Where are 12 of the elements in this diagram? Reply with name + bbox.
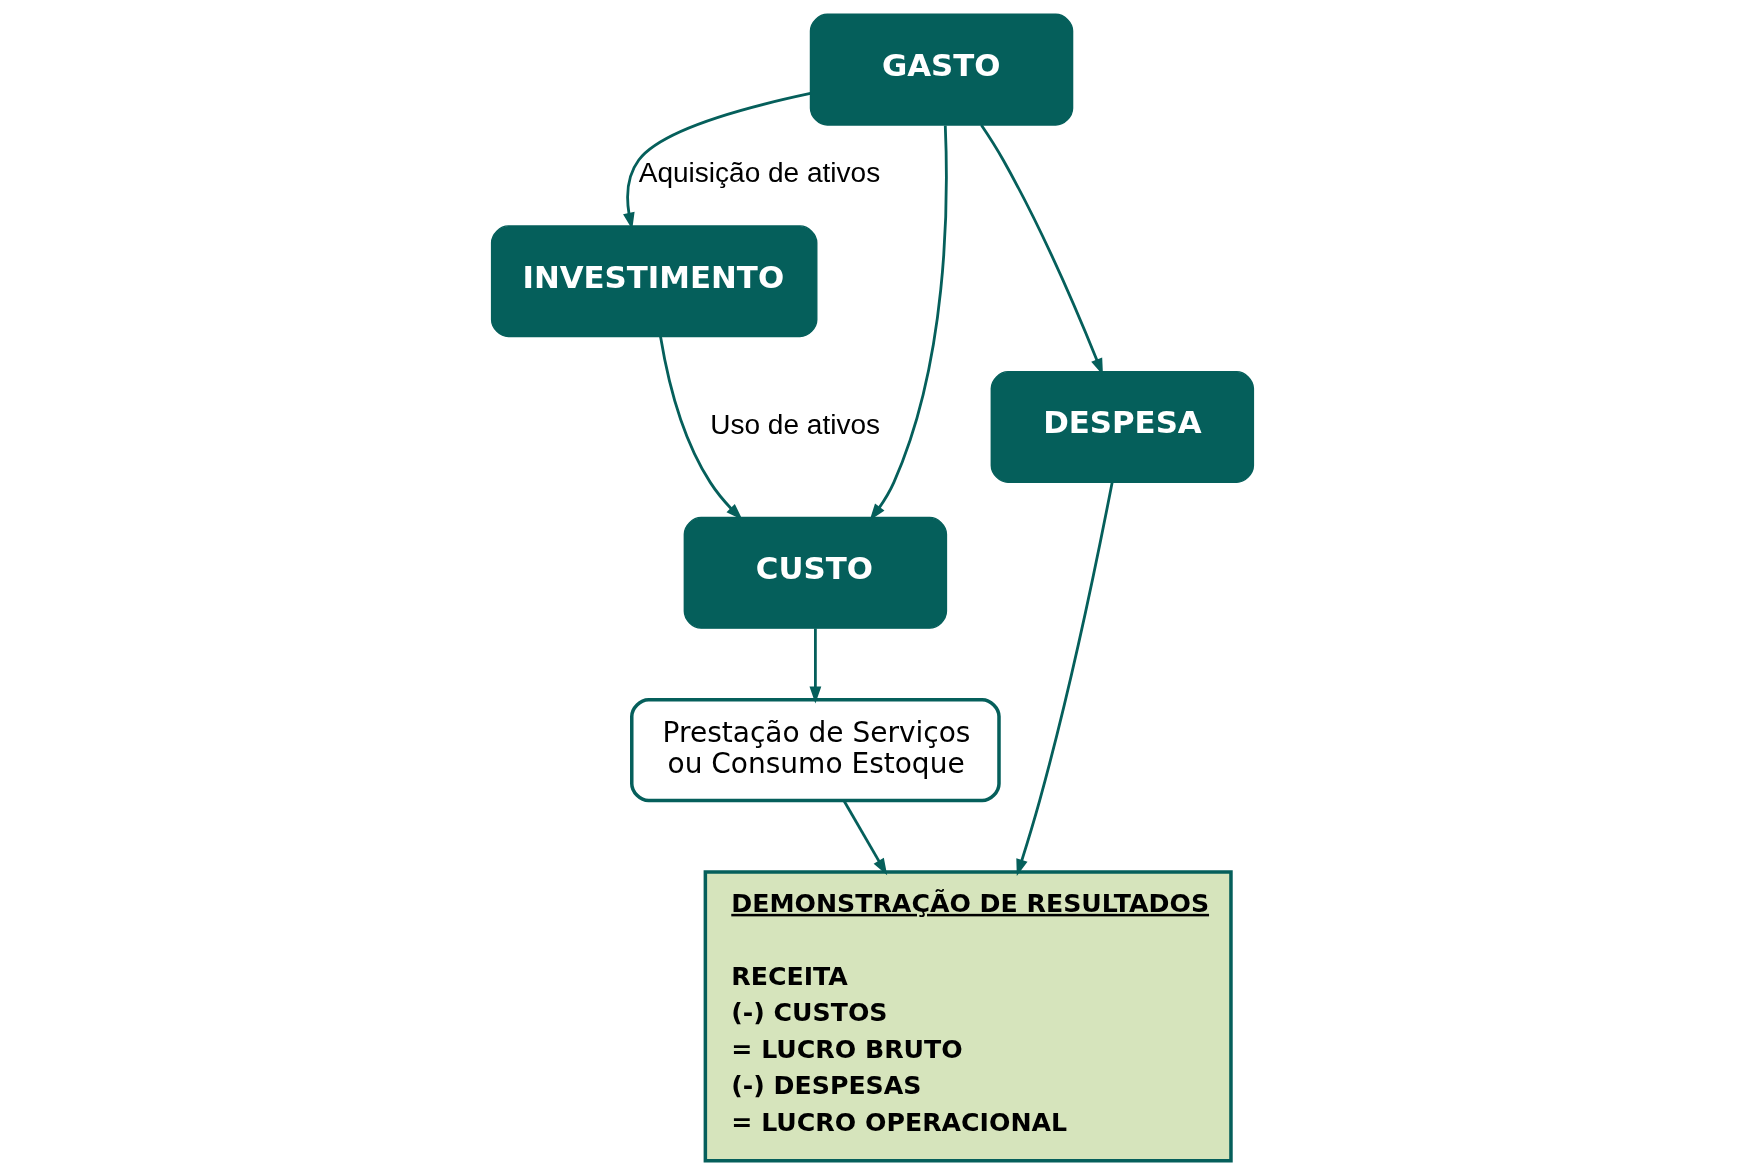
arrow [659,336,743,520]
edge-label: Aquisição de ativos [638,157,881,189]
node-box: Prestação de Serviços ou Consumo Estoque [630,697,1001,803]
arrow [809,628,822,704]
node-box: CUSTO [683,516,948,629]
arrow [1016,482,1114,877]
edge-label: Uso de ativos [710,409,881,441]
arrow [842,800,888,876]
node-box: INVESTIMENTO [490,225,818,338]
node-box: GASTO [809,13,1074,126]
node-box: DESPESA [990,370,1255,484]
node-box: DEMONSTRAÇÃO DE RESULTADOS RECEITA (-) CUSTOS = LUCRO BRUTO (-) DESPESAS = LUCRO OPERACIONAL [703,870,1233,1163]
